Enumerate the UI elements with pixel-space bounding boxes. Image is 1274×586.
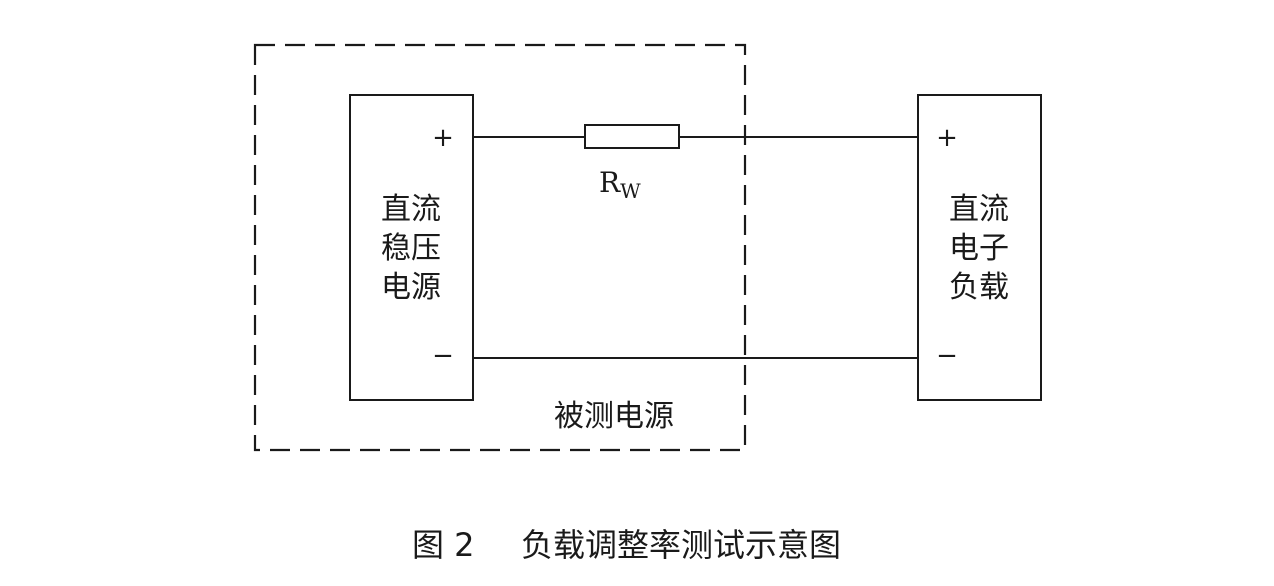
- resistor-rw: [584, 124, 680, 149]
- power-supply-label-line-2: 稳压: [381, 231, 441, 266]
- figure-number: 图 2: [412, 526, 475, 564]
- resistor-label-main: R: [599, 166, 621, 199]
- electronic-load-label-line-2: 电子: [949, 231, 1009, 266]
- electronic-load-label-line-1: 直流: [949, 192, 1009, 227]
- test-region-label: 被测电源: [554, 399, 674, 434]
- electronic-load-plus-sign: +: [936, 123, 958, 153]
- power-supply-label-line-1: 直流: [381, 192, 441, 227]
- figure-title: 负载调整率测试示意图: [521, 526, 841, 564]
- electronic-load-box: [917, 94, 1042, 401]
- power-supply-minus-sign: −: [432, 341, 454, 371]
- power-supply-label-line-3: 电源: [381, 270, 441, 305]
- resistor-label-subscript: W: [620, 179, 641, 203]
- dashed-test-region: [253, 43, 747, 452]
- power-supply-plus-sign: +: [432, 123, 454, 153]
- electronic-load-minus-sign: −: [936, 341, 958, 371]
- electronic-load-label-line-3: 负载: [949, 270, 1009, 305]
- resistor-label: RW: [599, 166, 641, 203]
- power-supply-box: [349, 94, 474, 401]
